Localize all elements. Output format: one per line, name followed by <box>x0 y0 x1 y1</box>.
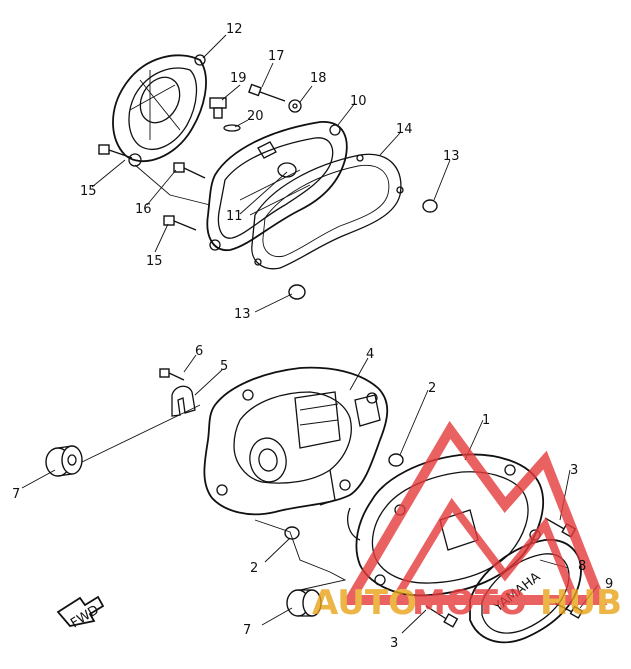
callout-10: 10 <box>350 94 367 109</box>
part-7-bushing-a <box>45 445 83 477</box>
callout-labels: 1 2 2 3 3 4 5 6 7 7 8 9 10 11 12 13 13 1… <box>12 22 613 651</box>
part-13-dowel-b <box>288 284 306 300</box>
callout-3: 3 <box>570 463 578 478</box>
part-10-crankcase-cover-left <box>206 121 348 251</box>
callout-12: 12 <box>226 22 243 37</box>
part-14-gasket <box>251 153 404 270</box>
callout-9: 9 <box>605 577 613 592</box>
part-6-screw <box>159 368 185 381</box>
callout-19: 19 <box>230 71 247 86</box>
callout-6: 6 <box>195 344 203 359</box>
watermark-text-moto: MOTO <box>412 583 527 623</box>
callout-15: 15 <box>146 254 163 269</box>
callout-2: 2 <box>250 561 258 576</box>
part-18-washer <box>288 99 302 113</box>
callout-17: 17 <box>268 49 285 64</box>
callout-20: 20 <box>247 109 264 124</box>
leader-lines-upper <box>91 34 451 313</box>
callout-16: 16 <box>135 202 152 217</box>
part-7-bushing-b <box>286 589 322 617</box>
part-19-sensor <box>209 97 227 119</box>
part-17-bolt <box>248 83 286 102</box>
fwd-arrow: FWD <box>56 595 105 632</box>
callout-15: 15 <box>80 184 97 199</box>
part-3-screw-b <box>425 605 459 628</box>
part-20-oring <box>223 124 241 132</box>
part-1-crankcase-cover-right <box>347 453 544 597</box>
watermark-text-hub: HUB <box>540 583 622 623</box>
part-5-clip <box>171 385 196 417</box>
callout-13: 13 <box>443 149 460 164</box>
fwd-text: FWD <box>68 603 102 632</box>
part-15-bolt-b <box>163 215 197 231</box>
part-2-dowel-b <box>284 526 300 540</box>
part-16-bolt <box>173 162 206 179</box>
callout-4: 4 <box>366 347 374 362</box>
part-13-dowel-a <box>422 199 438 213</box>
part-2-dowel-a <box>388 453 404 467</box>
callout-13: 13 <box>234 307 251 322</box>
watermark-logo: AUTO MOTO HUB <box>312 420 622 623</box>
part-4-crankcase <box>203 366 389 516</box>
part-12-cover-plate <box>112 54 207 167</box>
callout-3: 3 <box>390 636 398 651</box>
callout-18: 18 <box>310 71 327 86</box>
callout-11: 11 <box>226 209 243 224</box>
callout-8: 8 <box>578 559 586 574</box>
callout-7: 7 <box>243 623 251 638</box>
watermark-text-auto: AUTO <box>312 583 417 623</box>
callout-14: 14 <box>396 122 413 137</box>
callout-7: 7 <box>12 487 20 502</box>
callout-1: 1 <box>482 413 490 428</box>
part-15-bolt-a <box>98 144 133 159</box>
callout-2: 2 <box>428 381 436 396</box>
callout-5: 5 <box>220 359 228 374</box>
